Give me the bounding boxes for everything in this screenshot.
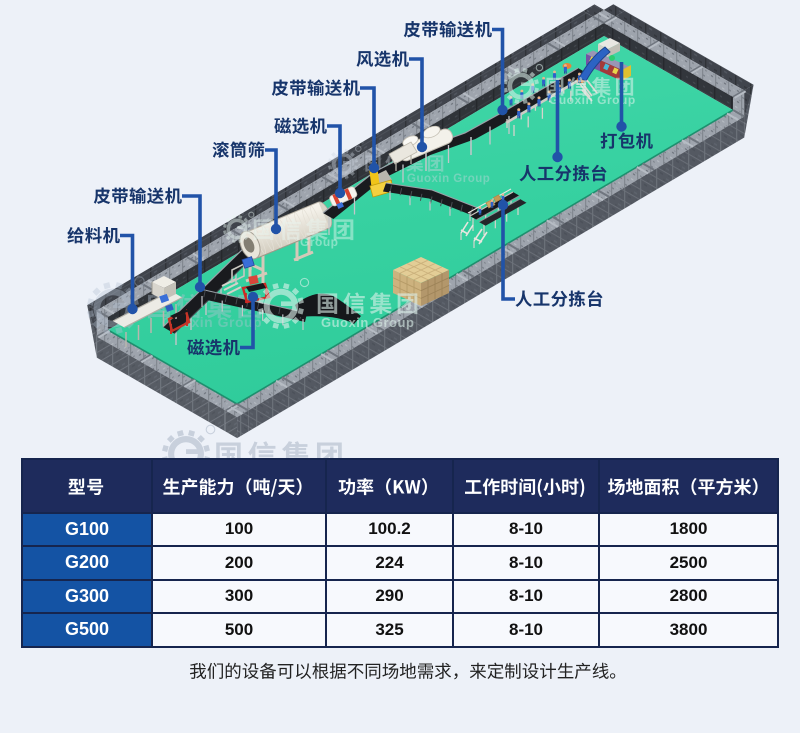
svg-text:Guoxin Group: Guoxin Group bbox=[549, 93, 636, 107]
svg-text:Guoxin Group: Guoxin Group bbox=[407, 173, 490, 185]
svg-text:Group: Group bbox=[300, 235, 339, 249]
svg-text:Guoxin Group: Guoxin Group bbox=[321, 315, 414, 330]
